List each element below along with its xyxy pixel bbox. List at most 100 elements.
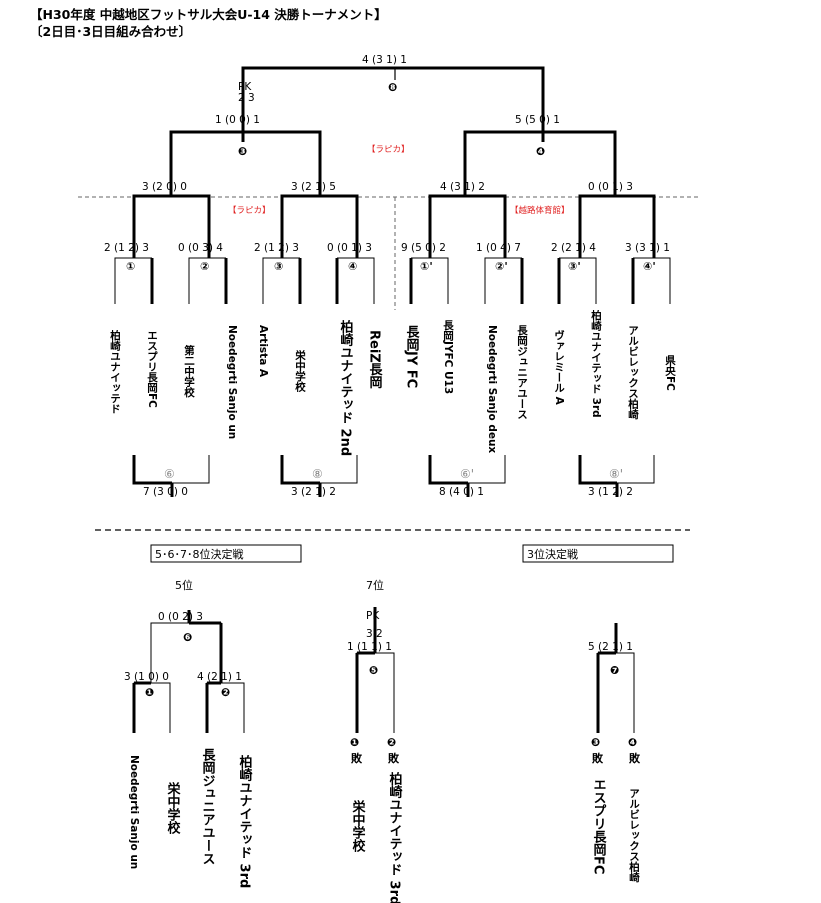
r1-m2-score: 0 (0 3) 4 bbox=[178, 242, 223, 254]
p5-team-4: 柏崎ユナイテッド 3rd bbox=[237, 754, 253, 888]
m1-marker: ❶ bbox=[145, 686, 154, 699]
seed-3-marker: ❸ bbox=[591, 736, 600, 749]
team-8: ReiZ長岡 bbox=[367, 330, 383, 390]
m6-score: 0 (0 2) 3 bbox=[158, 611, 203, 623]
r1-m5-label: ①' bbox=[420, 260, 433, 273]
r1-m4-label: ④ bbox=[348, 260, 357, 273]
team-6: 栄中学校 bbox=[294, 349, 306, 393]
loser-m6b-label: ⑥' bbox=[460, 467, 474, 481]
label-7th: 7位 bbox=[366, 578, 384, 592]
semi-right-bracket: 5 (5 0) 1 ❹ bbox=[463, 114, 617, 196]
seed-2-marker: ❷ bbox=[387, 736, 396, 749]
m6-marker: ❻ bbox=[183, 631, 192, 644]
m5-marker: ❺ bbox=[369, 664, 378, 677]
r1-m8-score: 3 (3 1) 1 bbox=[625, 242, 670, 254]
box-5678-label: 5･6･7･8位決定戦 bbox=[155, 547, 244, 561]
lower-team-names: Noedegrti Sanjo un 栄中学校 長岡ジュニアユース 柏崎ユナイテ… bbox=[128, 748, 640, 903]
loser-brackets: ⑥ ⑧ ⑥' ⑧' 7 (3 0) 0 3 (2 1) 2 8 (4 0) 1 … bbox=[132, 455, 655, 498]
match-4-marker: ❹ bbox=[536, 145, 545, 158]
final-score: 4 (3 1) 1 bbox=[362, 54, 407, 66]
quarter-brackets: 3 (2 0) 0 3 (2 1) 5 4 (3 1) 2 0 (0 1) 3 … bbox=[132, 181, 656, 258]
loser-m6-label: ⑥ bbox=[164, 467, 175, 481]
m5-score: 1 (1 1) 1 bbox=[347, 641, 392, 653]
qf4-score: 0 (0 1) 3 bbox=[588, 181, 633, 193]
match-6-bracket: 0 (0 2) 3 ❻ 3 (1 0) 0 ❶ 4 (2 1) 1 ❷ bbox=[124, 610, 245, 733]
p7-team-1: 栄中学校 bbox=[350, 799, 367, 853]
first-round-brackets: 2 (1 2) 3 0 (0 3) 4 2 (1 2) 3 0 (0 1) 3 … bbox=[104, 242, 671, 304]
loser-m8-label: ⑧ bbox=[312, 467, 323, 481]
seed-1-lose: 敗 bbox=[351, 751, 363, 765]
r1-m5-score: 9 (5 0) 2 bbox=[401, 242, 446, 254]
label-5th: 5位 bbox=[175, 578, 193, 592]
seed-4-marker: ❹ bbox=[628, 736, 637, 749]
team-9: 長岡JY FC bbox=[404, 325, 420, 388]
team-3: 第二中学校 bbox=[183, 344, 195, 398]
p3-team-2: アルビレックス柏崎 bbox=[628, 788, 640, 883]
team-4: Noedegrti Sanjo un bbox=[226, 325, 238, 439]
m6-sub-right-score: 4 (2 1) 1 bbox=[197, 671, 242, 683]
semi-right-score: 5 (5 0) 1 bbox=[515, 114, 560, 126]
semi-left-score: 1 (0 0) 1 bbox=[215, 114, 260, 126]
seed-2-lose: 敗 bbox=[388, 751, 400, 765]
loser-m8-score: 3 (2 1) 2 bbox=[291, 486, 336, 498]
final-bracket: 4 (3 1) 1 ❽ PK 2 3 bbox=[238, 54, 545, 142]
r1-m6-score: 1 (0 4) 7 bbox=[476, 242, 521, 254]
final-pk-score: 2 3 bbox=[238, 92, 255, 104]
m6-sub-left-score: 3 (1 0) 0 bbox=[124, 671, 169, 683]
p3-team-1: エスプリ長岡FC bbox=[591, 778, 607, 874]
r1-m3-score: 2 (1 2) 3 bbox=[254, 242, 299, 254]
team-12: 長岡ジュニアユース bbox=[516, 325, 528, 420]
r1-m1-label: ① bbox=[126, 260, 135, 273]
seed-4-lose: 敗 bbox=[629, 751, 641, 765]
m5-pk-score: 3 2 bbox=[366, 628, 383, 640]
venue-koshiji: 【越路体育館】 bbox=[510, 205, 570, 216]
qf3-score: 4 (3 1) 2 bbox=[440, 181, 485, 193]
p5-team-1: Noedegrti Sanjo un bbox=[128, 755, 140, 869]
r1-m6-label: ②' bbox=[495, 260, 508, 273]
final-pk-label: PK bbox=[238, 81, 252, 93]
venue-lapika-qf: 【ラピカ】 bbox=[228, 206, 271, 216]
team-10: 長岡JYFC U13 bbox=[442, 320, 454, 394]
p5-team-3: 長岡ジュニアユース bbox=[200, 748, 216, 865]
team-7: 柏崎ユナイテッド 2nd bbox=[338, 319, 354, 456]
team-2: エスプリ長岡FC bbox=[146, 330, 158, 408]
qf2-score: 3 (2 1) 5 bbox=[291, 181, 336, 193]
match-8-marker: ❽ bbox=[388, 81, 397, 94]
r1-m7-score: 2 (2 1) 4 bbox=[551, 242, 596, 254]
box-3rd-label: 3位決定戦 bbox=[527, 547, 578, 561]
m5-pk-label: PK bbox=[366, 610, 380, 622]
p5-team-2: 栄中学校 bbox=[165, 781, 182, 835]
match-3-marker: ❸ bbox=[238, 145, 247, 158]
semi-left-bracket: 1 (0 0) 1 ❸ 【ラピカ】 bbox=[169, 114, 410, 196]
box-3rd bbox=[522, 544, 674, 563]
team-11: Noedegrti Sanjo deux bbox=[486, 325, 498, 453]
loser-m8b-score: 3 (1 2) 2 bbox=[588, 486, 633, 498]
qf1-score: 3 (2 0) 0 bbox=[142, 181, 187, 193]
m7-score: 5 (2 1) 1 bbox=[588, 641, 633, 653]
page-subtitle: 〔2日目･3日目組み合わせ〕 bbox=[30, 24, 191, 39]
p7-team-2: 柏崎ユナイテッド 3rd bbox=[387, 771, 403, 903]
loser-m6-score: 7 (3 0) 0 bbox=[143, 486, 188, 498]
seed-1-marker: ❶ bbox=[350, 736, 359, 749]
r1-m8-label: ④' bbox=[643, 260, 656, 273]
team-1: 柏崎ユナイッテド bbox=[109, 329, 121, 414]
m7-marker: ❼ bbox=[610, 664, 619, 677]
r1-m3-label: ③ bbox=[274, 260, 283, 273]
team-16: 県央FC bbox=[664, 355, 676, 391]
match-7-bracket: 5 (2 1) 1 ❼ bbox=[588, 623, 635, 733]
team-14: 柏崎ユナイテッド 3rd bbox=[590, 309, 602, 417]
loser-seed-markers: ❶ 敗 ❷ 敗 ❸ 敗 ❹ 敗 bbox=[350, 736, 641, 765]
team-13: ヴァレミール A bbox=[553, 329, 565, 405]
r1-m7-label: ③' bbox=[568, 260, 581, 273]
m2-marker: ❷ bbox=[221, 686, 230, 699]
seed-3-lose: 敗 bbox=[592, 751, 604, 765]
r1-m2-label: ② bbox=[200, 260, 209, 273]
loser-m6b-score: 8 (4 0) 1 bbox=[439, 486, 484, 498]
team-15: アルビレックス柏崎 bbox=[627, 325, 639, 420]
r1-m4-score: 0 (0 1) 3 bbox=[327, 242, 372, 254]
venue-lapika-semi: 【ラピカ】 bbox=[367, 145, 410, 155]
box-5678 bbox=[150, 544, 302, 563]
match-5-bracket: PK 3 2 1 (1 1) 1 ❺ bbox=[347, 607, 395, 733]
team-names: 柏崎ユナイッテド エスプリ長岡FC 第二中学校 Noedegrti Sanjo … bbox=[109, 309, 676, 456]
